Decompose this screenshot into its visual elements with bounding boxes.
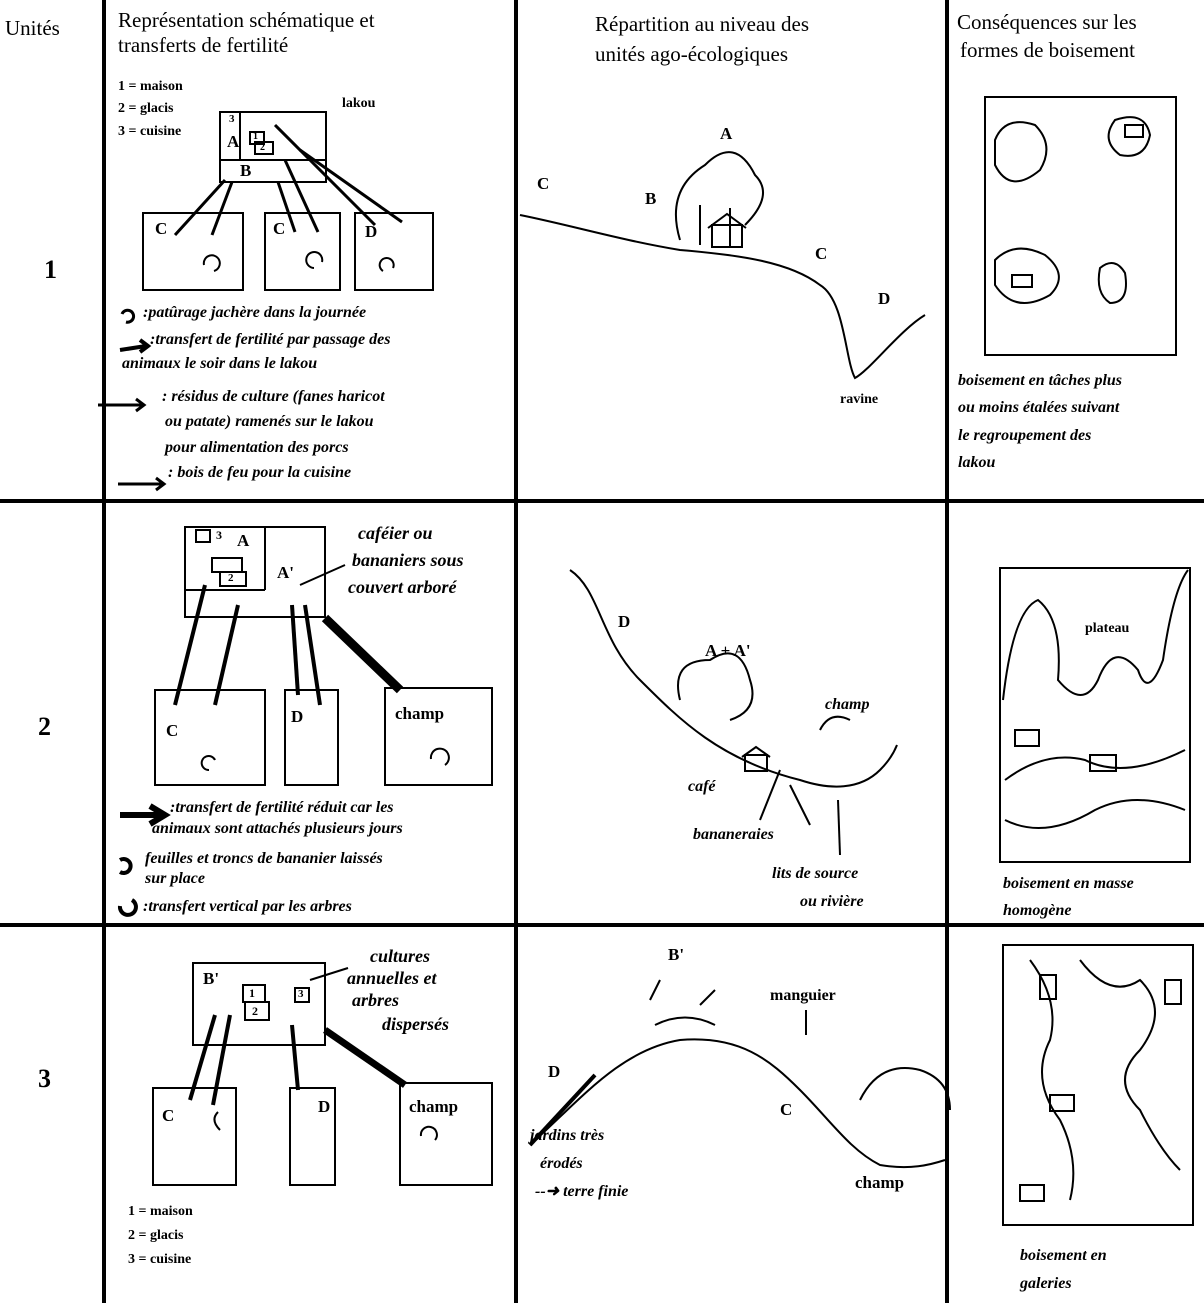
forest-caption-3: le regroupement des	[958, 427, 1092, 444]
label-c1: C	[155, 219, 168, 238]
legend-bois: : bois de feu pour la cuisine	[168, 464, 352, 481]
forest-label-plateau: plateau	[1085, 621, 1130, 636]
landscape-label-c: C	[780, 1100, 793, 1119]
legend-residus-3: pour alimentation des porcs	[165, 439, 349, 456]
unit-number-3: 3	[38, 1064, 51, 1093]
note-cultures-3: arbres	[352, 990, 400, 1010]
label-3: 3	[298, 988, 304, 1000]
label-c: C	[162, 1106, 175, 1125]
landscape-jardins-2: érodés	[540, 1155, 583, 1172]
landscape-terre-finie: --➜ terre finie	[535, 1183, 629, 1200]
landscape-label-d: D	[548, 1062, 561, 1081]
landscape-label-champ: champ	[855, 1173, 905, 1192]
header-consequences-line2: formes de boisement	[960, 38, 1135, 62]
label-b-prime: B'	[203, 969, 220, 988]
note-cultures-4: dispersés	[382, 1014, 449, 1034]
unit-number-1: 1	[44, 255, 57, 284]
label-1: 1	[253, 131, 258, 142]
landscape-label-cafe: café	[688, 778, 716, 795]
landscape-label-b-prime: B'	[668, 945, 685, 964]
forest-caption-1: boisement en masse	[1003, 875, 1134, 892]
legend-transfert-1: :transfert de fertilité par passage des	[150, 331, 391, 348]
header-distribution-line2: unités ago-écologiques	[595, 42, 789, 66]
schema-row2	[117, 526, 493, 917]
note-cafeier-2: bananiers sous	[352, 550, 464, 570]
landscape-label-champ: champ	[825, 696, 870, 713]
forest-caption-1: boisement en tâches plus	[958, 372, 1123, 389]
header-schema-line1: Représentation schématique et	[118, 8, 375, 32]
key-glacis: 2 = glacis	[128, 1228, 184, 1243]
landscape-label-c: C	[537, 174, 550, 193]
forest-caption-1: boisement en	[1020, 1247, 1107, 1264]
key-glacis: 2 = glacis	[118, 101, 174, 116]
forest-caption-2: homogène	[1003, 902, 1072, 919]
header-schema-line2: transferts de fertilité	[118, 33, 289, 57]
label-lakou: lakou	[342, 96, 376, 111]
label-3: 3	[216, 528, 222, 542]
label-a: A	[227, 132, 240, 151]
label-d: D	[365, 222, 378, 241]
key-maison: 1 = maison	[118, 79, 183, 94]
schema-row1	[98, 111, 434, 492]
label-champ: champ	[409, 1097, 459, 1116]
label-1: 1	[249, 986, 255, 1000]
landscape-label-a: A	[720, 124, 733, 143]
landscape-label-d: D	[878, 289, 891, 308]
schema-row3	[152, 962, 493, 1186]
forest-caption-4: lakou	[958, 454, 996, 471]
label-2: 2	[228, 572, 234, 584]
landscape-label-source-2: ou rivière	[800, 893, 864, 910]
legend-feuilles-2: sur place	[145, 870, 205, 887]
forest-map-row3	[1002, 944, 1194, 1226]
label-c: C	[166, 721, 179, 740]
legend-reduit-2: animaux sont attachés plusieurs jours	[152, 820, 403, 837]
note-cultures-2: annuelles et	[347, 968, 437, 988]
key-cuisine: 3 = cuisine	[118, 124, 182, 139]
legend-residus-1: : résidus de culture (fanes haricot	[162, 388, 385, 405]
landscape-row3	[528, 979, 951, 1169]
note-cultures-1: cultures	[370, 946, 431, 966]
landscape-row2	[569, 569, 898, 856]
header-consequences-line1: Conséquences sur les	[957, 10, 1137, 34]
forest-map-row2	[999, 567, 1191, 863]
landscape-label-manguier: manguier	[770, 987, 836, 1004]
label-3: 3	[229, 113, 235, 125]
landscape-label-a-aprime: A + A'	[705, 641, 751, 660]
forest-caption-2: galeries	[1020, 1275, 1072, 1292]
label-d: D	[318, 1097, 331, 1116]
key-cuisine: 3 = cuisine	[128, 1252, 192, 1267]
landscape-label-bananeraies: bananeraies	[693, 826, 774, 843]
note-cafeier-3: couvert arboré	[348, 577, 457, 597]
label-a-prime: A'	[277, 563, 294, 582]
forest-caption-2: ou moins étalées suivant	[958, 399, 1120, 416]
legend-vertical: :transfert vertical par les arbres	[143, 898, 352, 915]
landscape-label-c2: C	[815, 244, 828, 263]
unit-number-2: 2	[38, 712, 51, 741]
landscape-label-d: D	[618, 612, 631, 631]
header-units: Unités	[5, 16, 60, 40]
landscape-jardins-1: jardins très	[530, 1127, 605, 1144]
landscape-label-source-1: lits de source	[772, 865, 859, 882]
label-2: 2	[260, 142, 265, 153]
legend-reduit-1: :transfert de fertilité réduit car les	[170, 799, 394, 816]
header-distribution-line1: Répartition au niveau des	[595, 12, 810, 36]
legend-transfert-2: animaux le soir dans le lakou	[122, 355, 318, 372]
label-b: B	[240, 161, 252, 180]
legend-paturage: :patûrage jachère dans la journée	[143, 304, 367, 321]
label-2: 2	[252, 1004, 258, 1018]
note-cafeier-1: caféier ou	[358, 523, 433, 543]
forest-map-row1	[984, 96, 1177, 356]
landscape-label-ravine: ravine	[840, 392, 879, 407]
legend-residus-2: ou patate) ramenés sur le lakou	[165, 413, 374, 430]
landscape-row1	[519, 151, 926, 380]
label-d: D	[291, 707, 304, 726]
landscape-label-b: B	[645, 189, 657, 208]
legend-feuilles-1: feuilles et troncs de bananier laissés	[145, 850, 383, 867]
label-c2: C	[273, 219, 286, 238]
key-maison: 1 = maison	[128, 1204, 193, 1219]
label-champ: champ	[395, 704, 445, 723]
label-a: A	[237, 531, 250, 550]
